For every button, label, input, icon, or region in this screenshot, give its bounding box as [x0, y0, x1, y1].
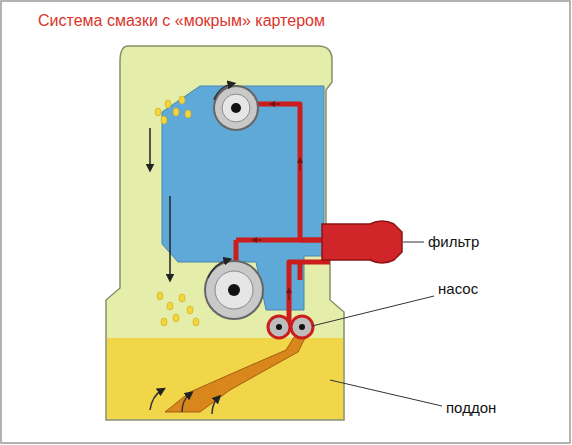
engine-block — [106, 46, 344, 420]
oil-pickup — [165, 334, 306, 412]
part-label: фильтр — [428, 233, 479, 250]
flow-arrows — [254, 104, 300, 300]
drain-arrows — [150, 128, 170, 278]
camshaft-gear — [214, 84, 258, 130]
oil-drops — [155, 96, 199, 326]
crankshaft-gear — [205, 260, 263, 319]
diagram-title: Система смазки с «мокрым» картером — [38, 12, 325, 30]
oil-pump — [268, 316, 313, 338]
part-label: насос — [438, 280, 478, 297]
suction-arrows — [150, 390, 218, 414]
part-label: поддон — [446, 399, 496, 416]
leader-lines — [312, 242, 442, 406]
oil-filter — [322, 221, 402, 263]
